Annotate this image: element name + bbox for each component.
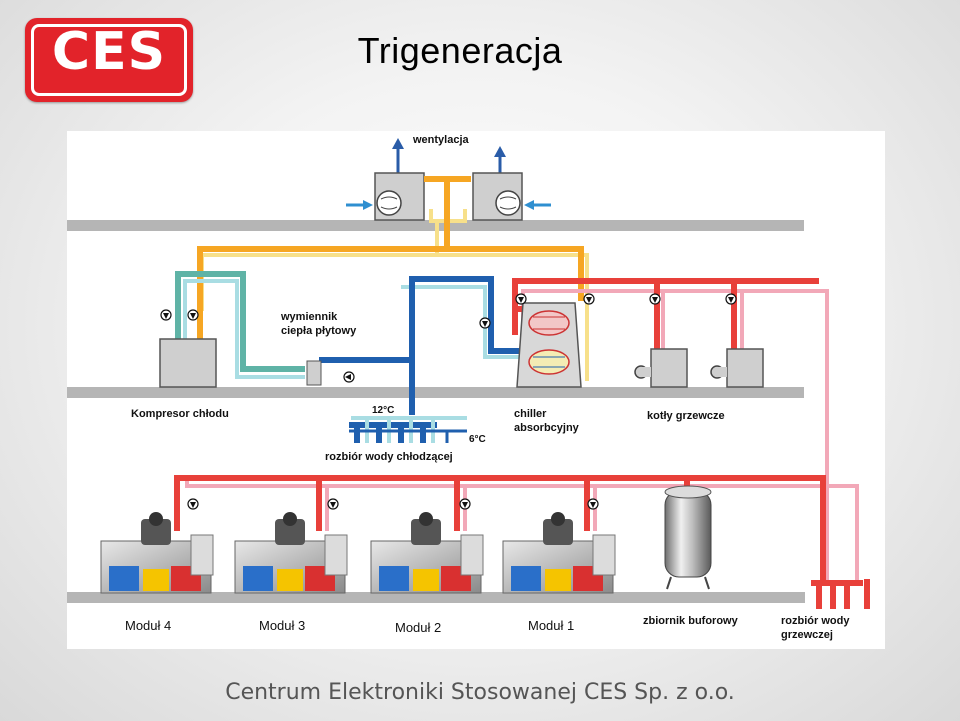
pipe-teal bbox=[175, 271, 305, 372]
buffer-tank bbox=[664, 485, 712, 590]
engine-module-2 bbox=[370, 512, 484, 594]
label-ventilation: wentylacja bbox=[413, 134, 469, 146]
pump-arrows bbox=[163, 297, 734, 508]
shelf-bottom bbox=[67, 592, 805, 603]
diagram-graphic bbox=[67, 138, 870, 609]
engine-module-4 bbox=[100, 512, 214, 594]
label-module-1: Moduł 1 bbox=[528, 618, 575, 633]
engine-module-1 bbox=[502, 512, 616, 594]
label-chilled-water: rozbiór wody chłodzącej bbox=[325, 451, 453, 463]
label-heating-water-1: rozbiór wody bbox=[781, 615, 850, 627]
footer-company: Centrum Elektroniki Stosowanej CES Sp. z… bbox=[225, 680, 735, 705]
label-chiller-2: absorbcyjny bbox=[514, 422, 579, 434]
pipe-red-supply bbox=[174, 278, 870, 609]
heating-boiler-1 bbox=[634, 348, 688, 388]
heating-boiler-2 bbox=[710, 348, 764, 388]
label-temp-high: 12°C bbox=[372, 405, 395, 416]
label-module-3: Moduł 3 bbox=[259, 618, 306, 633]
label-buffer-tank: zbiornik buforowy bbox=[643, 615, 738, 627]
label-heat-exchanger-1: wymiennik bbox=[281, 311, 338, 323]
air-handling-unit-right bbox=[472, 172, 523, 221]
ces-logo: CES bbox=[25, 18, 193, 102]
engine-module-3 bbox=[234, 512, 348, 594]
logo-text: CES bbox=[51, 22, 167, 82]
label-module-4: Moduł 4 bbox=[125, 618, 172, 633]
ventilation-arrows bbox=[346, 138, 551, 210]
label-temp-low: 6°C bbox=[469, 434, 486, 445]
pipe-blue-chilled bbox=[319, 276, 539, 443]
chill-compressor bbox=[159, 338, 217, 388]
chilled-distribution bbox=[349, 429, 467, 443]
shelf-middle bbox=[67, 387, 804, 398]
label-boilers: kotły grzewcze bbox=[647, 410, 725, 422]
label-heating-water-2: grzewczej bbox=[781, 629, 833, 641]
absorption-chiller bbox=[516, 302, 582, 388]
page-title: Trigeneracja bbox=[357, 30, 563, 71]
label-chiller-1: chiller bbox=[514, 408, 547, 420]
label-module-2: Moduł 2 bbox=[395, 620, 442, 635]
logo-border bbox=[31, 24, 187, 96]
trigeneration-diagram: wentylacja wymiennik ciepła płytowy Komp… bbox=[67, 131, 885, 649]
air-handling-unit-left bbox=[374, 172, 425, 221]
plate-heat-exchanger bbox=[306, 360, 322, 386]
label-compressor: Kompresor chłodu bbox=[131, 408, 229, 420]
label-heat-exchanger-2: ciepła płytowy bbox=[281, 325, 357, 337]
